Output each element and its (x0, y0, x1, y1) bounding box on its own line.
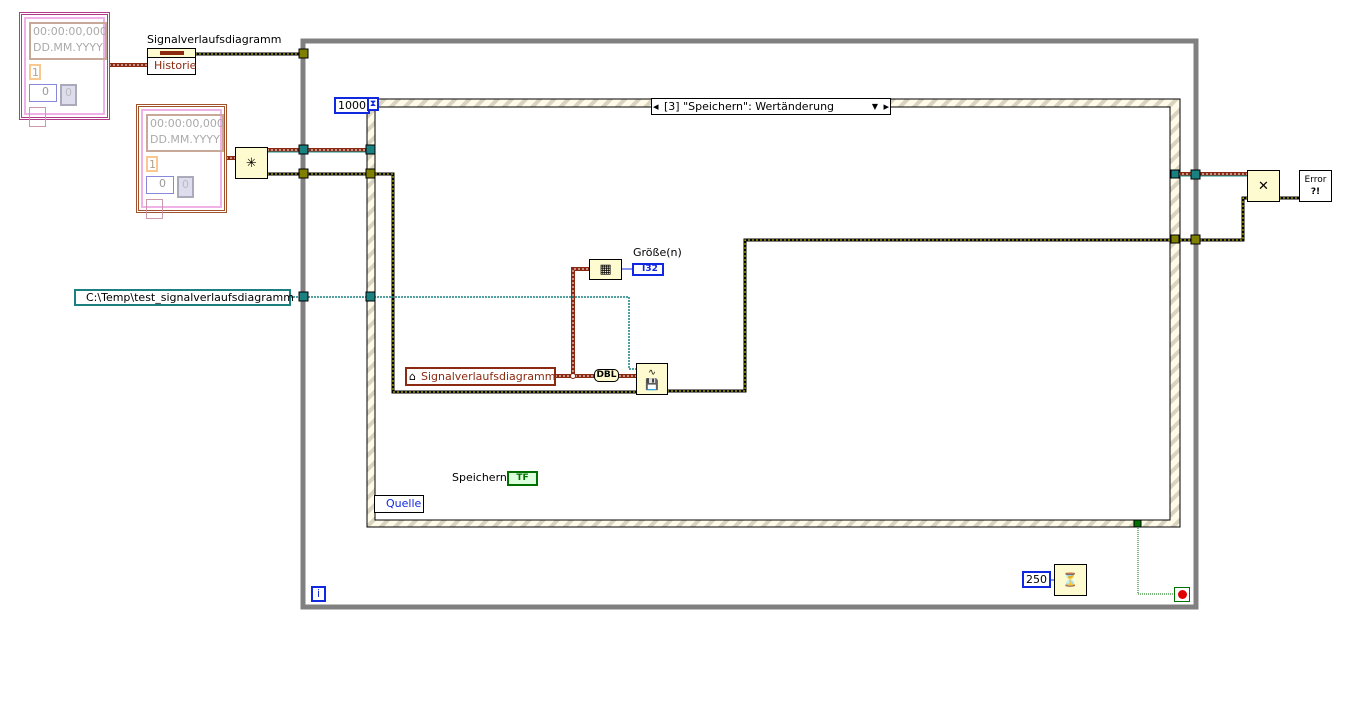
stop-terminal[interactable] (1174, 587, 1190, 602)
chevron-down-icon[interactable]: ▼ (871, 102, 878, 111)
numeric-field-2[interactable]: 0 (60, 84, 77, 106)
while-loop (300, 38, 1199, 610)
history-property: Historie (154, 59, 197, 72)
chart-property-node[interactable]: ⌂ Signalverlaufsdiagramm (405, 367, 556, 386)
history-node-label: Signalverlaufsdiagramm (147, 33, 282, 46)
history-property-node[interactable]: Historie (147, 48, 196, 75)
array-icon: ▦ (599, 262, 612, 277)
size-indicator[interactable]: I32 (632, 263, 664, 276)
numeric-field[interactable]: 0 (29, 84, 57, 102)
array-size-label: Größe(n) (633, 246, 682, 259)
home-icon: ⌂ (409, 370, 416, 383)
stop-icon (1177, 590, 1187, 599)
hourglass-icon: ⧗ (367, 97, 379, 111)
error-symbol: ?! (1310, 187, 1321, 197)
waveform-icon: ∿ (648, 367, 656, 378)
wait-node[interactable]: ⏳ (1054, 564, 1087, 596)
write-waveform-node[interactable]: ∿💾 (636, 363, 668, 395)
timeout-constant[interactable]: 1000 (334, 97, 370, 114)
close-icon: ✕ (1258, 178, 1269, 194)
speichern-terminal[interactable]: TF (507, 471, 538, 486)
register-events-icon: ✳ (246, 155, 257, 171)
empty-field[interactable] (146, 199, 163, 219)
numeric-field[interactable]: 0 (146, 176, 174, 194)
numeric-field-2[interactable]: 0 (177, 176, 194, 198)
metronome-icon: ⏳ (1062, 572, 1079, 588)
array-size-node[interactable]: ▦ (589, 259, 622, 280)
event-case-selector[interactable]: [3] "Speichern": Wertänderung ◂ ▼ ▸ (651, 98, 891, 115)
prev-case-icon[interactable]: ◂ (653, 100, 659, 113)
speichern-label: Speichern (452, 471, 507, 484)
count-field[interactable]: 1 (146, 156, 158, 172)
date-format-value: DD.MM.YYYY (150, 133, 220, 146)
event-data-node[interactable]: Quelle (374, 495, 424, 513)
chart-property-label: Signalverlaufsdiagramm (421, 370, 556, 383)
case-selector-value: [3] "Speichern": Wertänderung (664, 100, 835, 113)
save-icon: 💾 (645, 377, 659, 391)
path-constant[interactable]: C:\Temp\test_signalverlaufsdiagramm (74, 289, 294, 306)
wait-ms-constant[interactable]: 250 (1022, 571, 1051, 588)
error-handler-node[interactable]: Error?! (1299, 170, 1332, 202)
timestamp-value: 00:00:00,000 (150, 117, 224, 130)
unregister-events-node[interactable]: ✕ (1247, 170, 1280, 202)
register-events-node[interactable]: ✳ (235, 147, 268, 179)
to-dbl-node[interactable]: DBL (594, 369, 619, 382)
date-format-value: DD.MM.YYYY (33, 41, 103, 54)
iteration-terminal: i (311, 586, 326, 602)
next-case-icon[interactable]: ▸ (883, 100, 889, 113)
empty-field[interactable] (29, 107, 46, 127)
error-text: Error (1304, 175, 1327, 185)
timestamp-value: 00:00:00,000 (33, 25, 107, 38)
count-field[interactable]: 1 (29, 64, 41, 80)
